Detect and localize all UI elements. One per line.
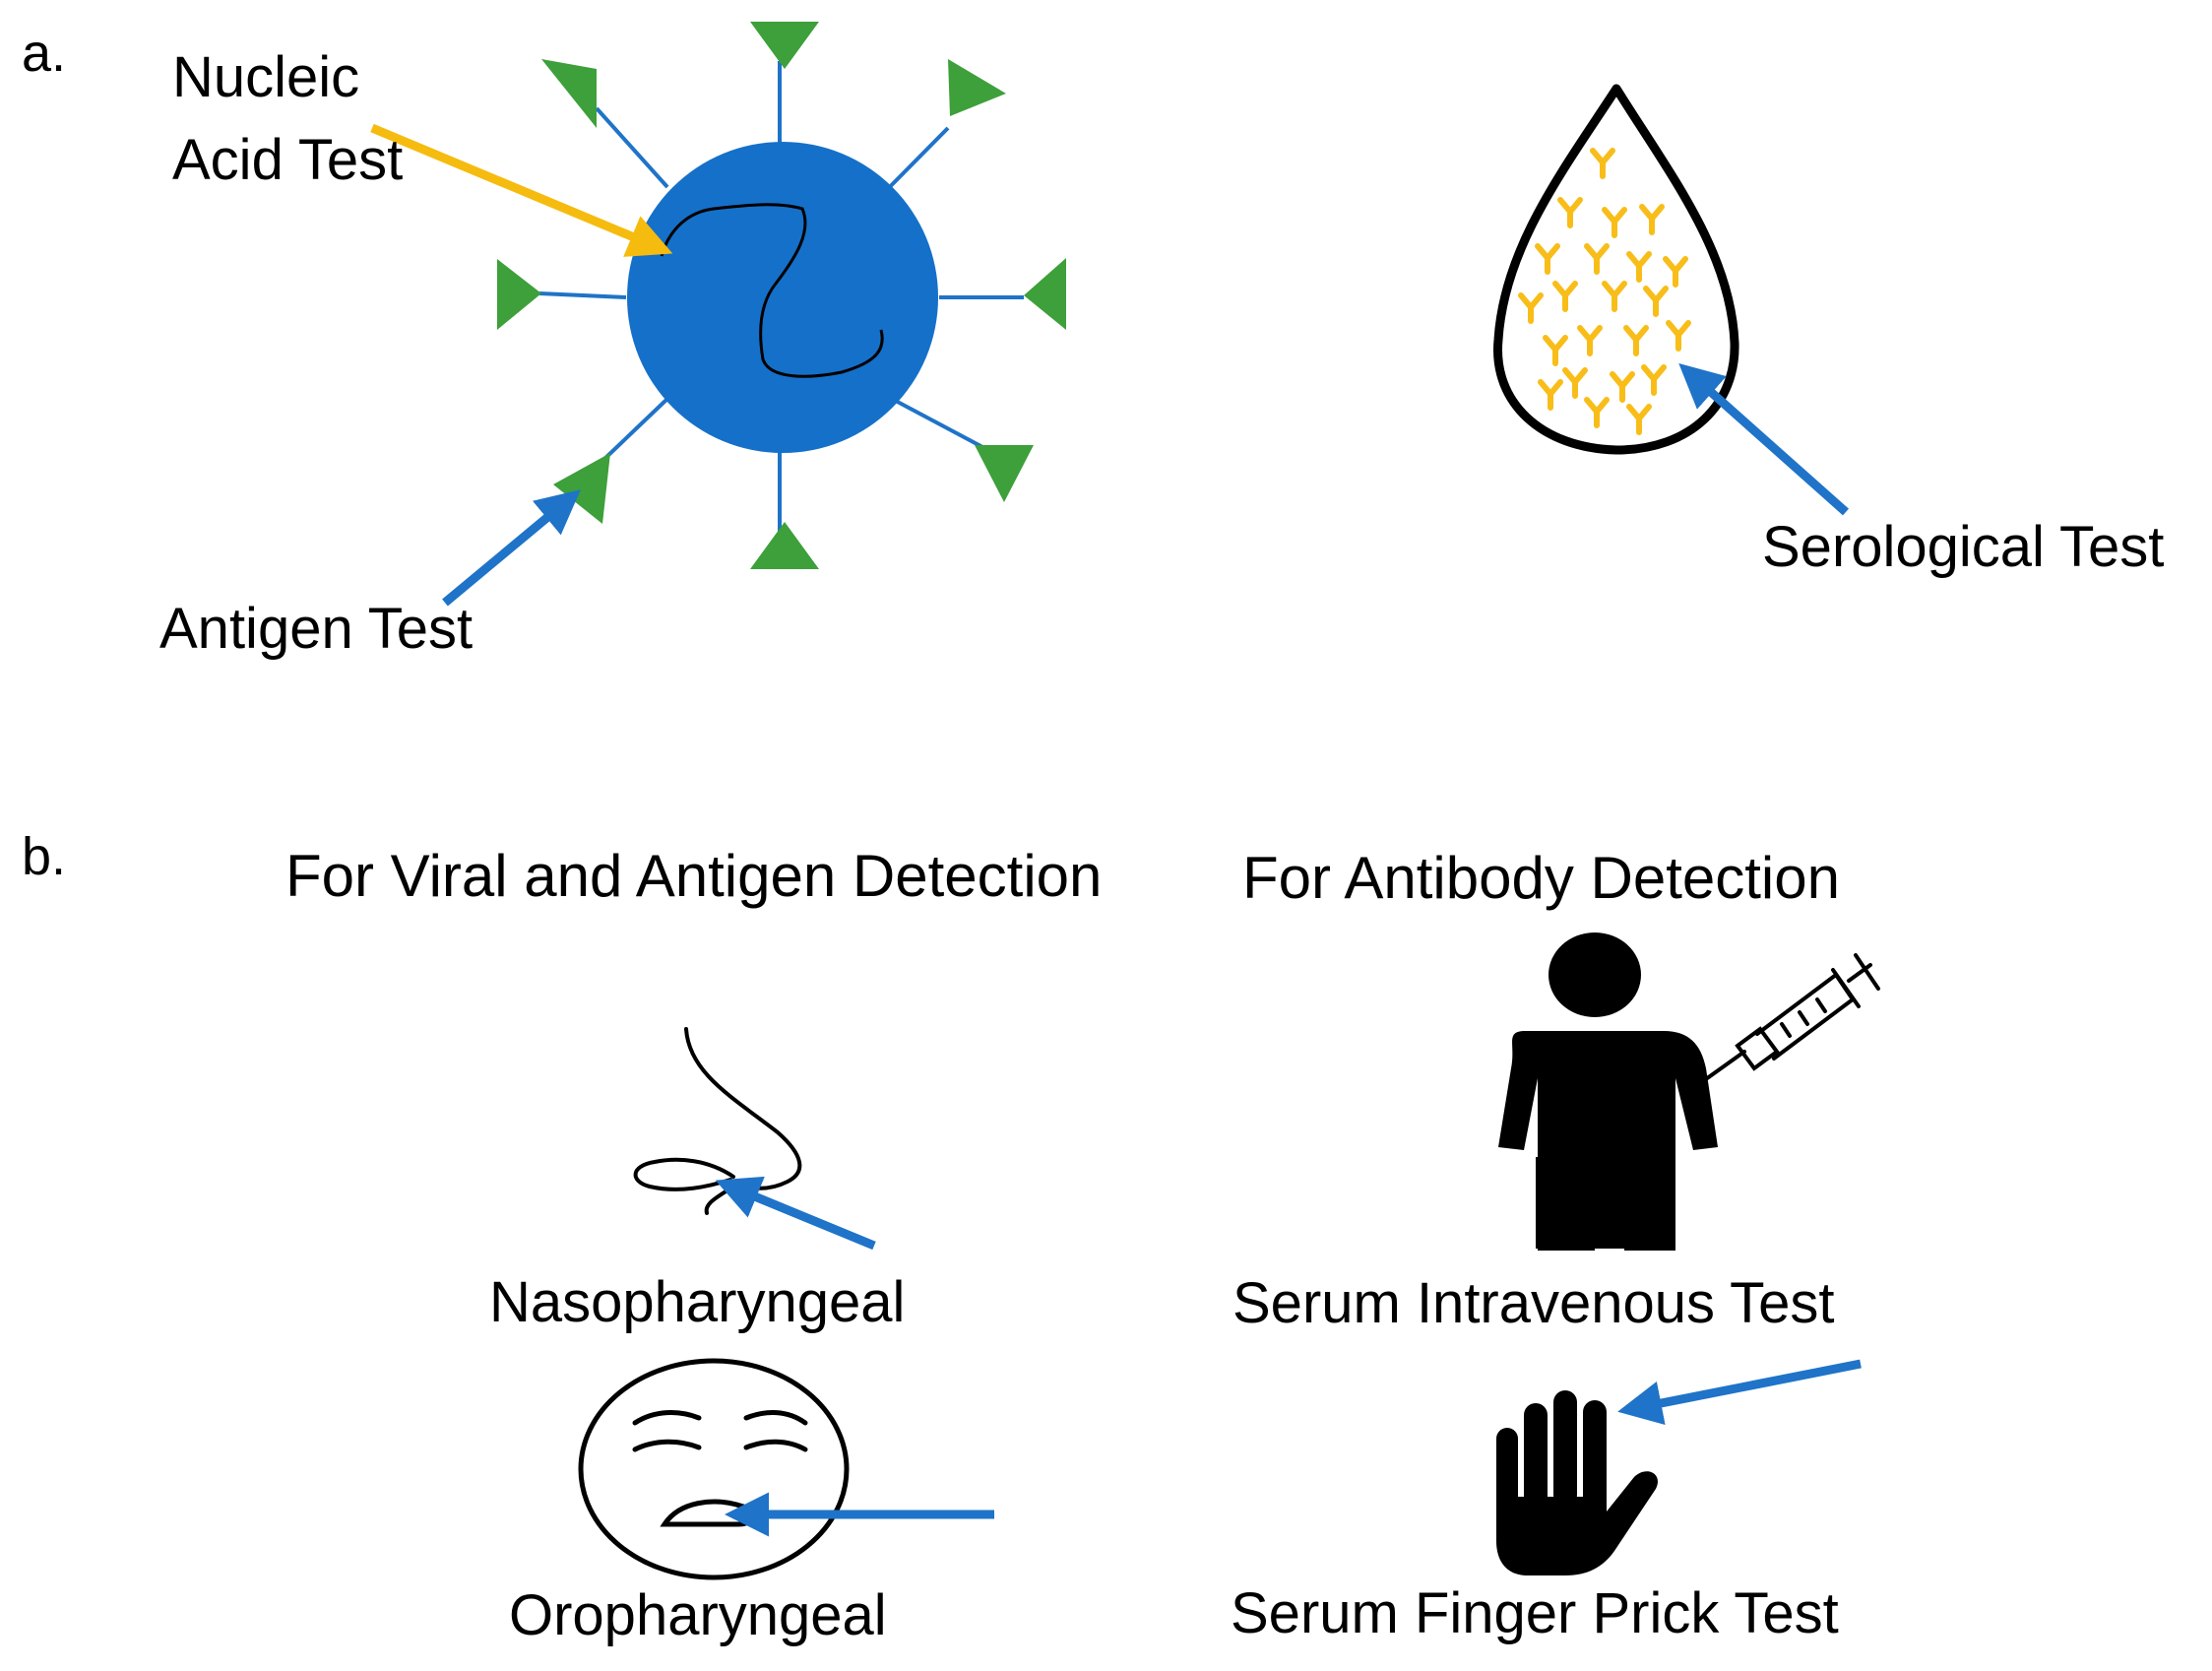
- face-icon: [578, 1358, 850, 1580]
- nasopharyngeal-label: Nasopharyngeal: [489, 1270, 905, 1334]
- virus-icon: [497, 22, 1066, 569]
- nose-icon: [633, 1027, 802, 1215]
- antibody-heading: For Antibody Detection: [1242, 845, 1840, 911]
- serological-arrow: [1678, 363, 1849, 516]
- finger-prick-arrow: [1617, 1359, 1862, 1426]
- panel-a-label: a.: [22, 24, 66, 83]
- serological-test-label: Serological Test: [1762, 515, 2164, 579]
- nucleic-acid-label-line1: Nucleic: [172, 45, 359, 109]
- blood-drop-icon: [1493, 84, 1739, 455]
- nucleic-acid-arrow: [370, 123, 673, 257]
- syringe-icon: [1701, 953, 1880, 1083]
- antigen-test-label: Antigen Test: [159, 597, 473, 661]
- antigen-arrow: [442, 489, 581, 607]
- hand-icon: [1496, 1390, 1658, 1575]
- serum-finger-prick-label: Serum Finger Prick Test: [1231, 1581, 1839, 1645]
- oropharyngeal-label: Oropharyngeal: [509, 1583, 887, 1647]
- serum-intravenous-label: Serum Intravenous Test: [1232, 1271, 1834, 1335]
- viral-antigen-heading: For Viral and Antigen Detection: [285, 843, 1102, 909]
- nasopharyngeal-arrow: [715, 1176, 876, 1251]
- person-icon: [1498, 932, 1718, 1251]
- panel-b-label: b.: [22, 827, 66, 886]
- nucleic-acid-label-line2: Acid Test: [172, 128, 403, 192]
